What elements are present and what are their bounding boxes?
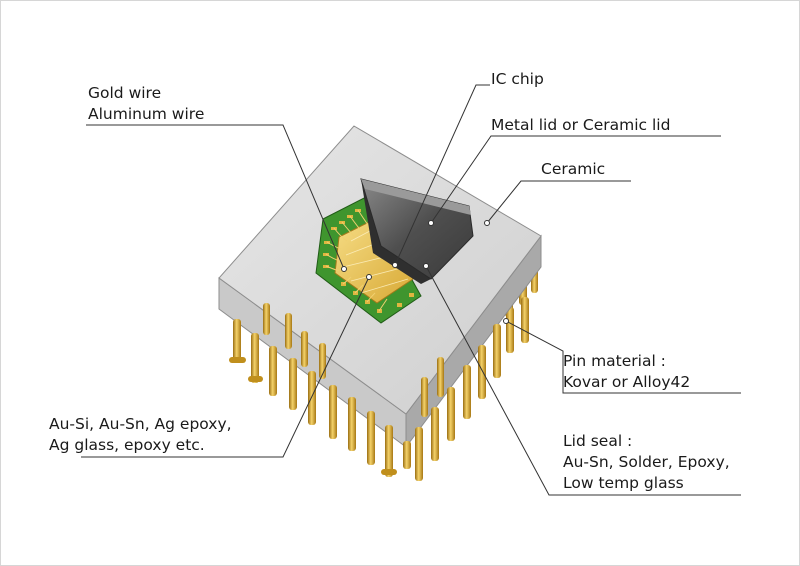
label-ceramic: Ceramic xyxy=(541,160,606,178)
label-pin-material-line1: Pin material : xyxy=(563,352,666,370)
label-lid-seal-line3: Low temp glass xyxy=(563,474,684,492)
label-die-attach-line2: Ag glass, epoxy etc. xyxy=(49,436,205,454)
label-aluminum-wire: Aluminum wire xyxy=(88,105,205,123)
label-lid-seal-line1: Lid seal : xyxy=(563,432,633,450)
label-lid: Metal lid or Ceramic lid xyxy=(491,116,671,134)
pins-front xyxy=(229,303,501,481)
label-lid-seal-line2: Au-Sn, Solder, Epoxy, xyxy=(563,453,730,471)
label-die-attach-line1: Au-Si, Au-Sn, Ag epoxy, xyxy=(49,415,232,433)
label-gold-wire: Gold wire xyxy=(88,84,162,102)
label-ic-chip: IC chip xyxy=(491,70,544,88)
leader-lines xyxy=(81,84,741,496)
pointer-dots xyxy=(341,220,509,324)
label-pin-material-line2: Kovar or Alloy42 xyxy=(563,373,691,391)
